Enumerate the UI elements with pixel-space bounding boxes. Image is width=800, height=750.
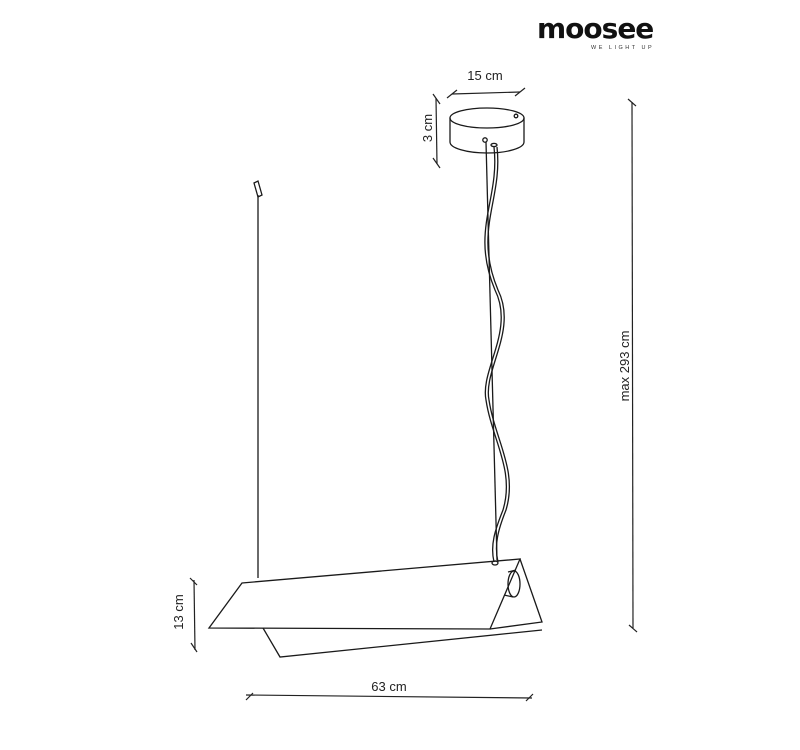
canopy-diameter-dimension: 15 cm [446,68,526,99]
canopy-height-label: 3 cm [420,114,435,142]
max-height-dimension: max 293 cm [617,98,638,633]
shade-width-dimension: 63 cm [245,679,534,702]
brand-logo: moosee WE LIGHT UP [537,12,654,51]
lamp-shade [207,558,543,658]
logo-text: moosee [537,12,653,45]
canopy-diameter-label: 15 cm [467,68,502,83]
shade-height-label: 13 cm [171,594,186,629]
ceiling-canopy [449,107,525,154]
suspension-wires [253,141,511,578]
canopy-height-dimension: 3 cm [420,93,441,169]
logo-tagline: WE LIGHT UP [591,45,654,51]
shade-height-dimension: 13 cm [171,577,198,653]
max-height-label: max 293 cm [617,331,632,402]
shade-width-label: 63 cm [371,679,406,694]
